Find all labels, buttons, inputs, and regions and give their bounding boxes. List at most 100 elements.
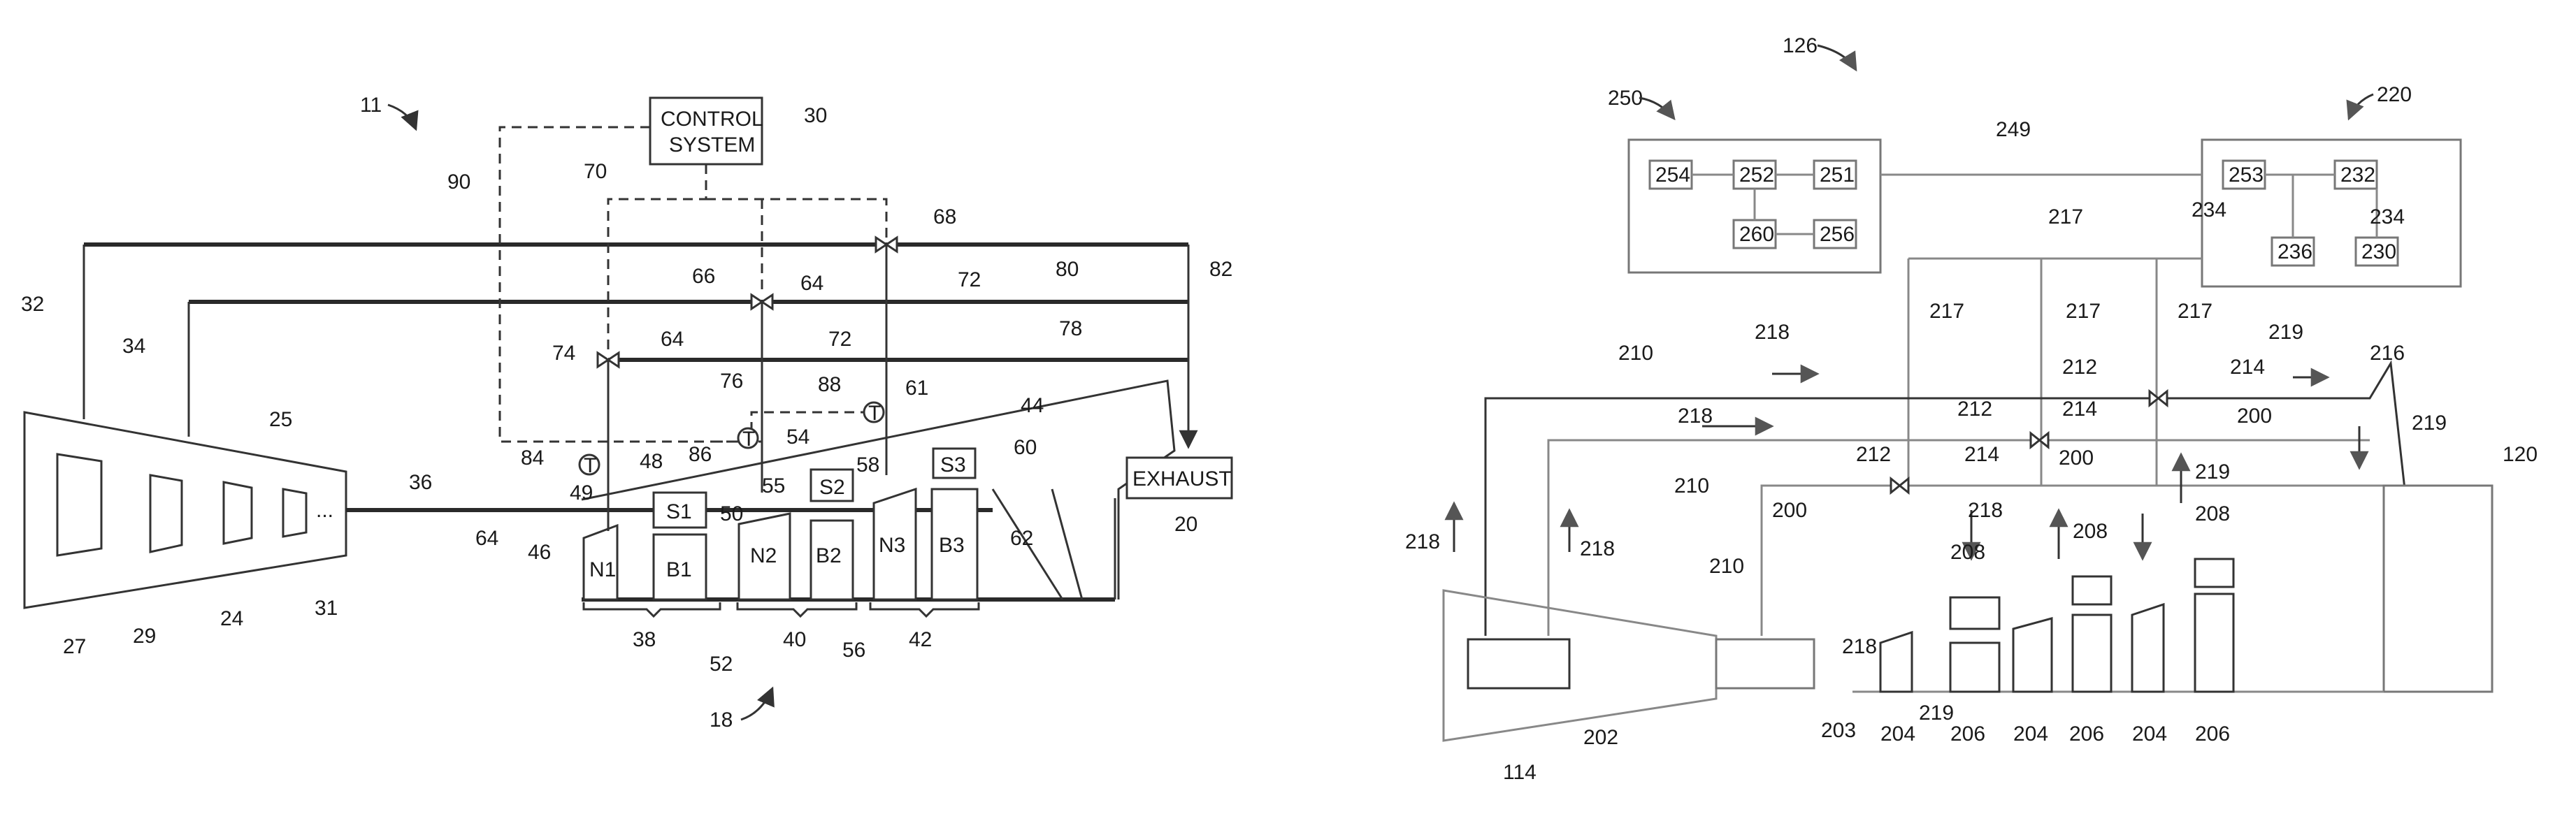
control-label-2: SYSTEM [669, 133, 755, 157]
gas-turbine-casing [23, 411, 347, 609]
reference-number: 218 [1968, 499, 2003, 522]
reference-number: 212 [1957, 398, 1992, 421]
reference-number: 82 [1209, 258, 1232, 281]
reference-number: 29 [133, 625, 156, 648]
link-217 [1907, 257, 2202, 486]
valve-200-a [2148, 388, 2168, 408]
reference-number: 31 [315, 597, 338, 620]
flow-210-c [1760, 484, 2489, 636]
label-s2: S2 [819, 476, 845, 499]
label-n1: N1 [589, 558, 616, 581]
reference-number: 34 [122, 335, 145, 358]
box-n3 [872, 487, 917, 601]
reference-number: 200 [2237, 405, 2272, 428]
reference-number: 66 [692, 265, 715, 288]
label-n3: N3 [879, 534, 905, 557]
reference-number: 217 [1929, 300, 1964, 323]
reference-number: 56 [842, 639, 865, 662]
reference-number: 200 [1772, 499, 1807, 522]
reference-number: 203 [1821, 719, 1856, 742]
reference-number: 52 [710, 653, 733, 676]
reference-number: 44 [1021, 394, 1044, 417]
reference-number: 256 [1820, 223, 1855, 246]
reference-number: 25 [269, 408, 292, 431]
flow-210-a [1484, 360, 2406, 636]
sensor-84 [578, 453, 600, 476]
reference-number: 202 [1583, 726, 1618, 749]
stage-ellipsis: ... [316, 499, 333, 522]
left-reference-numbers: 11 30 90 70 68 32 34 80 82 66 64 72 78 7… [21, 94, 1232, 732]
reference-number: 72 [958, 268, 981, 291]
label-n2: N2 [750, 544, 777, 567]
reference-number: 214 [2062, 398, 2097, 421]
reference-number: 204 [2013, 722, 2048, 746]
reference-number: 90 [447, 170, 470, 194]
reference-number: 64 [661, 328, 684, 351]
exhaust-label: EXHAUST [1132, 467, 1232, 490]
reference-number: 72 [828, 328, 851, 351]
label-b1: B1 [666, 558, 692, 581]
reference-number: 54 [786, 426, 810, 449]
reference-number: 86 [689, 443, 712, 466]
right-figure: 254 252 251 253 232 260 256 236 230 [1405, 34, 2538, 784]
gas-turbine-114 [1442, 589, 1718, 742]
reference-number: 48 [640, 450, 663, 473]
turbine-stage-29 [149, 474, 183, 553]
hrsg-lean-1 [991, 488, 1064, 600]
label-b3: B3 [939, 534, 965, 557]
compressor-202 [1467, 638, 1571, 690]
reference-number: 18 [710, 708, 733, 732]
reference-number: 206 [1950, 722, 1985, 746]
reference-number: 216 [2370, 342, 2405, 365]
hrsg-stack-44 [581, 379, 1176, 599]
sensor-t-88: T [868, 402, 881, 425]
reference-number: 42 [909, 628, 932, 651]
reference-number: 249 [1996, 118, 2031, 141]
sensor-88 [863, 401, 885, 423]
reference-number: 36 [409, 471, 432, 494]
reference-number: 218 [1580, 537, 1615, 560]
reference-number: 236 [2278, 240, 2312, 263]
reference-number: 218 [1405, 530, 1440, 553]
brace-38 [582, 602, 721, 618]
control-label-1: CONTROL [661, 108, 763, 131]
reference-number: 218 [1678, 405, 1713, 428]
label-s1: S1 [666, 500, 692, 523]
flow-210-b [1547, 439, 2370, 636]
control-dashed-70 [607, 164, 888, 353]
valve-68 [875, 235, 898, 254]
reference-number: 120 [2503, 443, 2538, 466]
reference-number: 234 [2192, 198, 2226, 221]
reference-number: 32 [21, 293, 44, 316]
reference-number: 206 [2195, 722, 2230, 746]
hrsg-lean-2 [1051, 488, 1084, 600]
hrsg-120 [2382, 484, 2494, 693]
exhaust-box [1125, 456, 1233, 500]
box-b1 [652, 533, 707, 601]
reference-number: 204 [1880, 722, 1915, 746]
reference-number: 217 [2066, 300, 2101, 323]
valve-74 [596, 351, 620, 369]
reference-number: 219 [2268, 321, 2303, 344]
reference-number: 84 [521, 446, 544, 470]
reference-number: 250 [1608, 87, 1643, 110]
reference-number: 217 [2048, 205, 2083, 228]
reference-number: 210 [1674, 474, 1709, 497]
sensor-86 [737, 427, 759, 449]
reference-number: 30 [804, 104, 827, 127]
right-reference-numbers: 126 250 220 249 217 234 234 217 217 217 … [1405, 34, 2538, 784]
reference-number: 214 [1964, 443, 1999, 466]
control-dashed-86 [713, 411, 874, 443]
reference-number: 219 [2412, 412, 2447, 435]
left-figure: ... N1 B1 N2 B2 N3 B3 S1 S2 S3 [21, 94, 1233, 732]
sub-boxes [1648, 159, 2399, 267]
reference-number: 230 [2361, 240, 2396, 263]
reference-number: 219 [2195, 460, 2230, 484]
reference-number: 218 [1755, 321, 1790, 344]
reference-number: 80 [1056, 258, 1079, 281]
control-system-box [649, 96, 763, 166]
reference-number: 55 [762, 474, 785, 497]
box-n2 [737, 512, 791, 601]
reference-number: 58 [856, 453, 879, 477]
